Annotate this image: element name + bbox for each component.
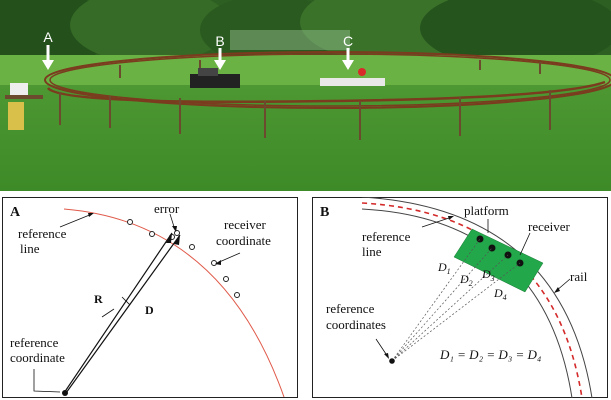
- receiver-dots: [476, 235, 524, 267]
- d3-label: D3: [481, 267, 495, 283]
- red-device: [358, 68, 366, 76]
- vector-r: [63, 232, 173, 394]
- cart-top: [198, 68, 218, 76]
- receiver-point: [189, 244, 195, 250]
- rail-pointer-head: [554, 287, 560, 293]
- receiver-point: [149, 231, 155, 237]
- reference-coordinate-label-1: reference: [10, 335, 59, 350]
- receiver-dot: [516, 259, 524, 267]
- field-photo: A B C: [0, 0, 611, 191]
- ref-coords-pointer-head: [384, 353, 389, 359]
- d4-subscript: 4: [503, 293, 507, 302]
- receiver-point: [174, 230, 180, 236]
- receiver-point: [211, 260, 217, 266]
- receiver-label: receiver: [528, 219, 571, 234]
- reference-line-pointer: [59, 213, 93, 228]
- panel-b: B platform receiver reference line rail …: [312, 197, 608, 398]
- reference-line-pointer-head: [88, 213, 94, 217]
- rail-track: [44, 51, 611, 109]
- distance-lines: [391, 238, 521, 362]
- receiver-point: [127, 219, 133, 225]
- reference-line-label-2: line: [362, 244, 382, 259]
- cart: [190, 74, 240, 88]
- d2-subscript: 2: [469, 279, 473, 288]
- receiver-point: [223, 276, 229, 282]
- rail-posts: [59, 60, 551, 140]
- d4-label: D4: [493, 286, 507, 302]
- panel-b-frame: [312, 197, 608, 398]
- photo-label-b: B: [215, 33, 224, 49]
- reference-coordinates-point: [389, 358, 395, 364]
- receiver-dot: [476, 235, 484, 243]
- photo-label-c: C: [343, 33, 353, 49]
- reference-arc: [63, 208, 285, 398]
- platform-label: platform: [464, 203, 509, 218]
- table-box: [10, 83, 28, 95]
- panel-a-letter: A: [10, 205, 21, 220]
- ref-coord-pointer: [33, 369, 61, 393]
- platform-c: [320, 78, 385, 86]
- reference-coordinates-label-1: reference: [326, 301, 375, 316]
- panel-a: A reference line error receiver coordina…: [2, 197, 298, 398]
- receiver-dot: [488, 244, 496, 252]
- r-label: R: [94, 292, 103, 306]
- receiver-point: [234, 292, 240, 298]
- table: [5, 95, 43, 99]
- receiver-points: [127, 219, 240, 298]
- platform: [453, 228, 544, 293]
- reference-line-label-1: reference: [18, 226, 67, 241]
- photo-label-a: A: [43, 29, 53, 45]
- tree-line: [0, 0, 611, 70]
- d-label: D: [145, 303, 154, 317]
- distance-equation: D₁ = D₂ = D₃ = D₄: [439, 347, 542, 362]
- error-label: error: [154, 201, 180, 216]
- reference-line-label-1: reference: [362, 229, 411, 244]
- photo-arrow-b: [214, 48, 226, 70]
- reference-coordinate-label-2: coordinate: [10, 350, 65, 365]
- receiver-pointer-head: [215, 260, 221, 265]
- rail-label: rail: [570, 269, 588, 284]
- table-yellow: [8, 102, 24, 130]
- d-pointer: [121, 296, 131, 306]
- d2-label: D2: [459, 272, 473, 288]
- photo-arrow-c: [342, 48, 354, 70]
- receiver-pointer: [519, 232, 531, 256]
- reference-line-label-2: line: [20, 241, 40, 256]
- receiver-coordinate-label-2: coordinate: [216, 233, 271, 248]
- d1-label: D1: [437, 260, 451, 276]
- receiver-coordinate-label-1: receiver: [224, 217, 267, 232]
- vector-r-arrowhead: [166, 233, 172, 243]
- ref-line-pointer: [421, 216, 453, 228]
- panel-b-letter: B: [320, 205, 329, 220]
- vector-d: [65, 234, 181, 394]
- reference-coordinates-label-2: coordinates: [326, 317, 386, 332]
- ref-line-pointer-head: [448, 216, 454, 220]
- d3-subscript: 3: [490, 274, 495, 283]
- r-pointer: [101, 308, 115, 318]
- error-pointer-head: [172, 226, 177, 232]
- vector-d-arrowhead: [174, 235, 180, 245]
- d1-subscript: 1: [447, 267, 451, 276]
- reference-coordinate-point: [62, 390, 68, 396]
- photo-arrow-a: [42, 45, 54, 70]
